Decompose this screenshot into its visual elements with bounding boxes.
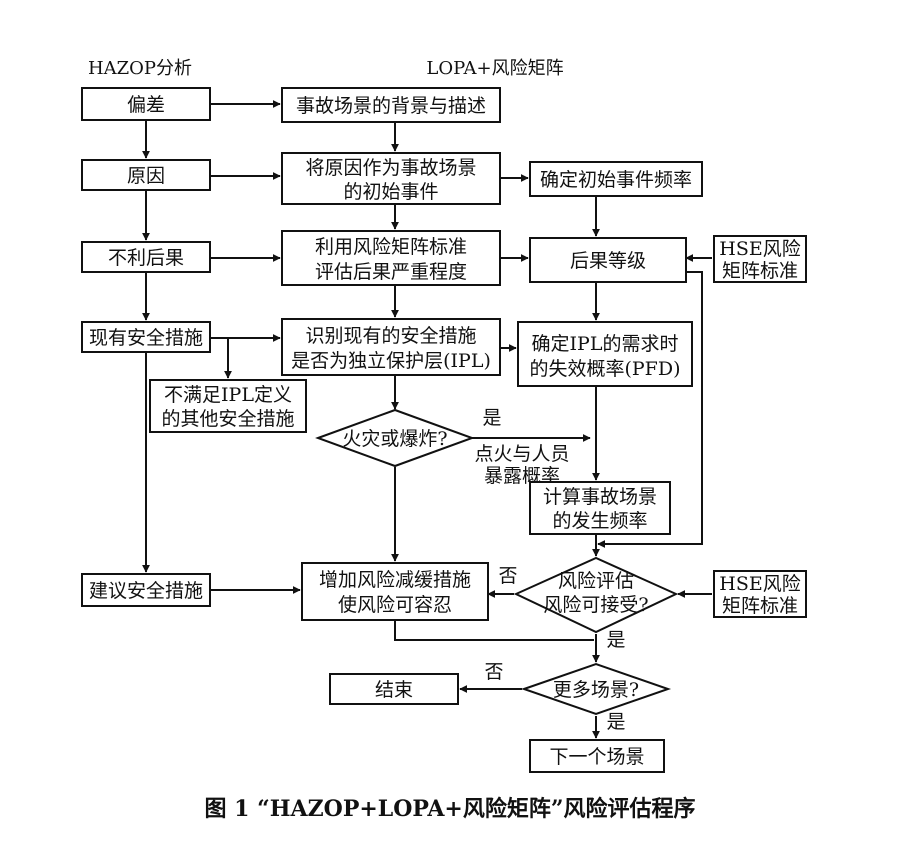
svg-text:现有安全措施: 现有安全措施 bbox=[89, 327, 203, 349]
svg-text:不满足IPL定义: 不满足IPL定义 bbox=[164, 384, 292, 406]
node-add-mitigation: 增加风险减缓措施 使风险可容忍 bbox=[301, 562, 489, 621]
node-calc-freq: 计算事故场景 的发生频率 bbox=[529, 481, 671, 535]
svg-text:HSE风险: HSE风险 bbox=[719, 238, 800, 260]
node-identify-ipl: 识别现有的安全措施 是否为独立保护层(IPL) bbox=[281, 318, 501, 376]
node-deviation: 偏差 bbox=[81, 87, 211, 121]
svg-text:火灾或爆炸?: 火灾或爆炸? bbox=[342, 428, 447, 450]
svg-text:建议安全措施: 建议安全措施 bbox=[89, 580, 203, 602]
edge-label-fire-yes: 是 bbox=[482, 407, 501, 429]
svg-text:事故场景的背景与描述: 事故场景的背景与描述 bbox=[296, 95, 486, 117]
svg-text:HSE风险: HSE风险 bbox=[719, 573, 800, 595]
node-consequence-level: 后果等级 bbox=[529, 237, 687, 283]
edge-label-risk-no: 否 bbox=[498, 565, 517, 587]
svg-text:确定初始事件频率: 确定初始事件频率 bbox=[540, 169, 692, 191]
svg-text:使风险可容忍: 使风险可容忍 bbox=[338, 594, 452, 616]
node-more-scenarios: 更多场景? bbox=[520, 662, 672, 716]
figure-caption: 图 1 “HAZOP+LOPA+风险矩阵”风险评估程序 bbox=[204, 796, 695, 822]
node-initiating-event: 将原因作为事故场景 的初始事件 bbox=[281, 152, 501, 205]
svg-text:风险评估: 风险评估 bbox=[558, 570, 634, 592]
node-consequence: 不利后果 bbox=[81, 241, 211, 273]
svg-text:是否为独立保护层(IPL): 是否为独立保护层(IPL) bbox=[291, 350, 491, 372]
node-not-ipl: 不满足IPL定义 的其他安全措施 bbox=[149, 379, 307, 433]
header-hazop: HAZOP分析 bbox=[88, 58, 192, 79]
svg-text:评估后果严重程度: 评估后果严重程度 bbox=[315, 261, 467, 283]
node-cause: 原因 bbox=[81, 159, 211, 191]
svg-text:矩阵标准: 矩阵标准 bbox=[722, 260, 798, 282]
node-next-scenario: 下一个场景 bbox=[529, 739, 665, 773]
node-existing-measures: 现有安全措施 bbox=[81, 321, 211, 353]
svg-text:下一个场景: 下一个场景 bbox=[549, 746, 644, 768]
svg-text:确定IPL的需求时: 确定IPL的需求时 bbox=[532, 333, 679, 355]
label-ignition-exposure: 点火与人员 暴露概率 bbox=[474, 443, 569, 487]
edge-label-more-no: 否 bbox=[484, 661, 503, 683]
svg-text:利用风险矩阵标准: 利用风险矩阵标准 bbox=[315, 236, 467, 258]
svg-text:的失效概率(PFD): 的失效概率(PFD) bbox=[529, 358, 680, 380]
node-suggest-measures: 建议安全措施 bbox=[81, 573, 211, 607]
svg-text:的其他安全措施: 的其他安全措施 bbox=[161, 408, 294, 430]
svg-text:增加风险减缓措施: 增加风险减缓措施 bbox=[319, 569, 471, 591]
svg-text:计算事故场景: 计算事故场景 bbox=[543, 486, 657, 508]
svg-text:偏差: 偏差 bbox=[127, 94, 165, 116]
node-freq-initial: 确定初始事件频率 bbox=[529, 161, 703, 197]
node-scenario-desc: 事故场景的背景与描述 bbox=[281, 87, 501, 123]
svg-text:后果等级: 后果等级 bbox=[570, 250, 646, 272]
svg-text:风险可接受?: 风险可接受? bbox=[543, 594, 648, 616]
node-risk-eval: 风险评估 风险可接受? bbox=[513, 556, 679, 634]
edge-label-more-yes: 是 bbox=[606, 711, 625, 733]
svg-text:点火与人员: 点火与人员 bbox=[474, 443, 569, 465]
header-lopa: LOPA+风险矩阵 bbox=[426, 58, 563, 79]
node-hse-matrix-2: HSE风险 矩阵标准 bbox=[713, 570, 807, 618]
svg-text:的初始事件: 的初始事件 bbox=[343, 181, 438, 203]
svg-text:更多场景?: 更多场景? bbox=[553, 679, 639, 701]
svg-text:的发生频率: 的发生频率 bbox=[552, 510, 647, 532]
svg-text:矩阵标准: 矩阵标准 bbox=[722, 595, 798, 617]
svg-text:结束: 结束 bbox=[375, 679, 413, 701]
connectors bbox=[142, 100, 712, 739]
svg-text:将原因作为事故场景: 将原因作为事故场景 bbox=[305, 157, 476, 179]
node-hse-matrix-1: HSE风险 矩阵标准 bbox=[713, 235, 807, 283]
node-severity-eval: 利用风险矩阵标准 评估后果严重程度 bbox=[281, 230, 501, 286]
node-pfd: 确定IPL的需求时 的失效概率(PFD) bbox=[517, 321, 693, 387]
edge-label-risk-yes: 是 bbox=[606, 629, 625, 651]
node-fire-explosion: 火灾或爆炸? bbox=[315, 408, 475, 468]
node-end: 结束 bbox=[329, 673, 459, 705]
svg-text:识别现有的安全措施: 识别现有的安全措施 bbox=[305, 325, 476, 347]
svg-text:原因: 原因 bbox=[127, 165, 165, 187]
svg-text:不利后果: 不利后果 bbox=[108, 247, 184, 269]
